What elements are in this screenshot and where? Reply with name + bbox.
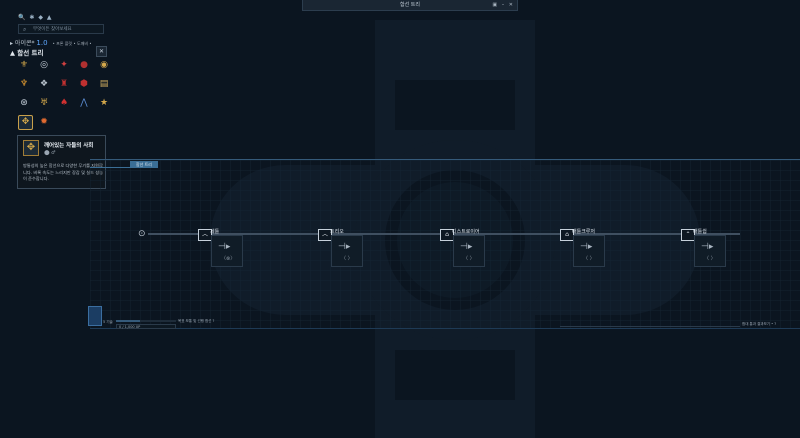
fleet-results-link[interactable]: 함대 통과 결과보기 • ? (742, 322, 777, 326)
ship-tree-area (90, 159, 800, 329)
maximize-icon[interactable]: ▣ (492, 2, 498, 8)
faction-icon-16[interactable]: ✥ (18, 115, 33, 130)
window-title: 함선 트리 (400, 2, 420, 8)
tree-tab-underline (90, 167, 158, 168)
faction-icon-11[interactable]: ⊛ (20, 98, 28, 108)
upgrade-arrow-icon: ︿ (318, 229, 332, 241)
ship-card[interactable]: ⊣▸ 〈 〉 (453, 235, 485, 267)
xp-value: 0 / 1,000 XP (116, 324, 176, 329)
ship-class-label: 디스트로이어 (452, 229, 480, 235)
faction-icon-2[interactable]: ◎ (40, 60, 48, 70)
ship-status: 〈⊗〉 (221, 256, 236, 262)
filter-icons[interactable]: 🔍 ✱ ◆ ▲ (18, 14, 53, 21)
ship-icon: ⊣▸ (338, 242, 351, 252)
window-titlebar: 함선 트리 ▣ – ✕ (302, 0, 518, 11)
bottom-divider (560, 326, 740, 327)
tree-tab[interactable]: 함선 트리 (130, 161, 158, 168)
xp-label: 5 기술 (103, 320, 113, 324)
faction-icon-9[interactable]: ⬢ (80, 79, 88, 89)
tooltip-badges: ⬤ ♂ (44, 150, 56, 156)
ship-class-label: 트리오 (330, 229, 344, 235)
ship-class-label: 세틀 (210, 229, 220, 235)
convert-xp-info[interactable]: 목표 보통 및 선행 함선 ? (178, 319, 215, 323)
rank-info: ▸ 아이콘* 1.0 • 프론 플릿 • 도깨비 • (10, 39, 92, 47)
ship-status: 〈 〉 (463, 256, 475, 262)
faction-icon-6[interactable]: ♆ (19, 79, 29, 89)
tooltip-description: 방통성의 높은 함선으로 다양한 무기를 지원합니다. 비록 속도는 느리지만 … (23, 163, 103, 181)
faction-icon-17[interactable]: ✹ (40, 117, 48, 127)
faction-icon-3[interactable]: ✦ (60, 60, 68, 70)
ship-status: 〈 〉 (341, 256, 353, 262)
close-icon[interactable]: ✕ (508, 2, 513, 8)
faction-icon-15[interactable]: ★ (99, 98, 109, 108)
rank-sub: • 프론 플릿 • 도깨비 • (52, 41, 92, 46)
ship-class-label: 배틀크루저 (572, 229, 596, 235)
start-node-icon: ⊙ (138, 229, 146, 239)
faction-icon-10[interactable]: ▤ (99, 79, 109, 89)
rank-level: 1.0 (36, 39, 48, 47)
faction-emblem-icon: ✥ (23, 140, 39, 156)
ship-class-label: 배틀쉽 (693, 229, 707, 235)
xp-progress-bar (116, 320, 176, 322)
ship-card[interactable]: ⊣▸ 〈⊗〉 (211, 235, 243, 267)
ship-card[interactable]: ⊣▸ 〈 〉 (573, 235, 605, 267)
ship-card[interactable]: ⊣▸ 〈 〉 (694, 235, 726, 267)
minimize-icon[interactable]: – (501, 2, 505, 8)
ship-icon: ⊣▸ (580, 242, 593, 252)
xp-progress-fill (116, 320, 140, 322)
ship-status: 〈 〉 (583, 256, 595, 262)
faction-icon-8[interactable]: ♜ (59, 79, 69, 89)
rank-name: 아이콘* (14, 40, 35, 47)
close-panel-button[interactable]: ✕ (96, 46, 107, 57)
window-controls: ▣ – ✕ (489, 0, 513, 10)
search-placeholder: 무엇이든 찾아보세요 (33, 27, 72, 32)
faction-icon-14[interactable]: ⋀ (80, 98, 88, 108)
ship-icon: ⊣▸ (701, 242, 714, 252)
faction-icon-7[interactable]: ❖ (39, 79, 49, 89)
faction-icon-1[interactable]: ⚜ (19, 60, 29, 70)
faction-icon-12[interactable]: ♅ (39, 98, 49, 108)
free-xp-icon (88, 306, 102, 326)
faction-icon-5[interactable]: ◉ (100, 60, 108, 70)
search-icon: ⌕ (23, 26, 27, 33)
tooltip-title: 깨어있는 자들의 사회 (44, 143, 94, 149)
ship-status: 〈 〉 (704, 256, 716, 262)
faction-tooltip: ✥ 깨어있는 자들의 사회 ⬤ ♂ 방통성의 높은 함선으로 다양한 무기를 지… (17, 135, 106, 189)
ship-icon: ⊣▸ (218, 242, 231, 252)
faction-icon-13[interactable]: ♠ (59, 98, 69, 108)
ship-card[interactable]: ⊣▸ 〈 〉 (331, 235, 363, 267)
search-input[interactable]: ⌕ 무엇이든 찾아보세요 (18, 24, 104, 34)
ship-icon: ⊣▸ (460, 242, 473, 252)
faction-icon-4[interactable]: ● (80, 60, 88, 70)
tree-panel-title-text: 함선 트리 (17, 49, 44, 57)
tree-panel-title: ▲ 함선 트리 (10, 49, 44, 57)
